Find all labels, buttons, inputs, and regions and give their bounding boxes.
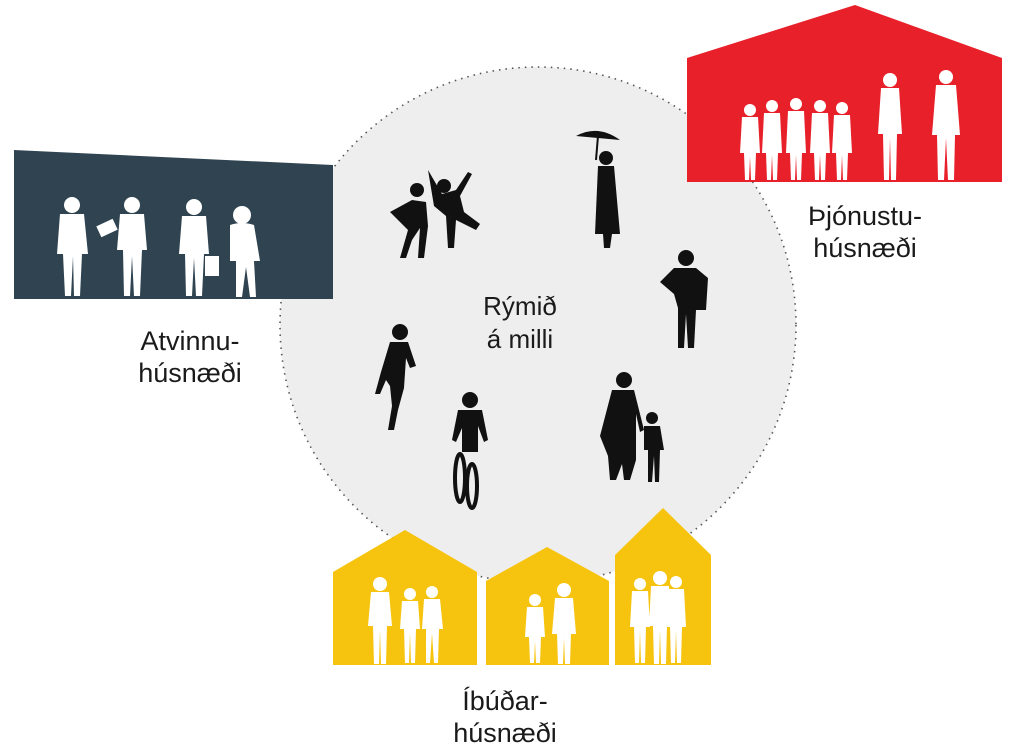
queue-people-icon [740,70,960,180]
service-building [687,5,1002,182]
shared-space-label-line-2: á milli [486,324,554,354]
service-label-line-2: húsnæði [813,233,917,263]
shared-space-label: Rýmið á milli [460,290,580,356]
business-people-icon [57,197,260,297]
active-people-icon [375,130,708,510]
commercial-building [14,150,333,299]
residential-houses [333,508,711,665]
shared-space-label-line-1: Rýmið [483,291,557,321]
commercial-label: Atvinnu- húsnæði [100,325,280,389]
service-label-line-1: Þjónustu- [807,201,923,231]
commercial-label-line-1: Atvinnu- [140,326,240,356]
shared-space-circle [279,66,797,584]
residential-label-line-2: húsnæði [453,718,557,748]
service-label: Þjónustu- húsnæði [770,200,960,264]
family-icon [368,571,686,664]
commercial-label-line-2: húsnæði [138,358,242,388]
residential-label-line-1: Íbúðar- [462,686,548,716]
residential-label: Íbúðar- húsnæði [430,685,580,749]
